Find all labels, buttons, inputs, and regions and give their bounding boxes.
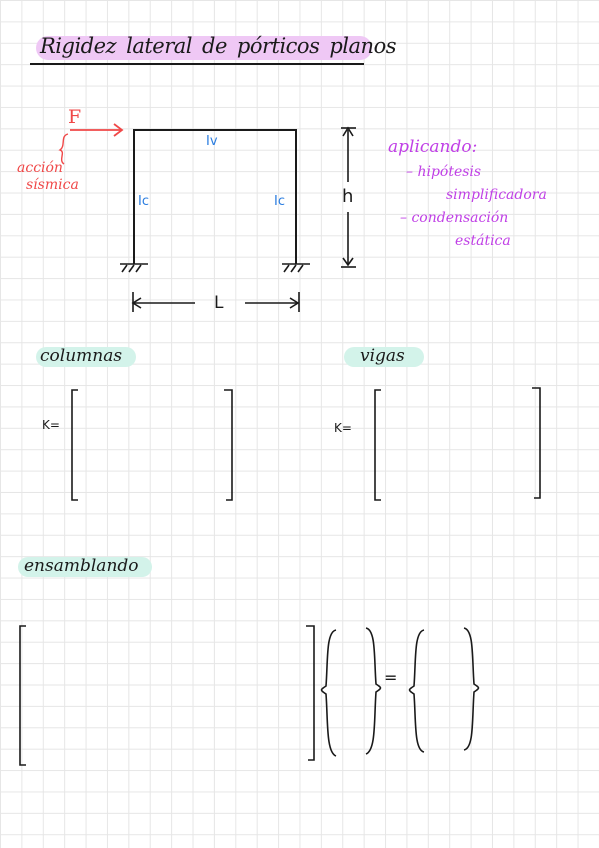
title-word-1: Rigidez (40, 34, 117, 58)
force-label: F (68, 106, 82, 128)
notes-item1-line1: – hipótesis (406, 164, 482, 180)
notes-heading: aplicando: (388, 137, 478, 157)
left-column-inertia-label: Ic (138, 194, 149, 209)
seismic-label-line1: acción (17, 160, 63, 176)
left-support (120, 263, 148, 273)
displacement-vector-brace-right (365, 627, 382, 755)
right-column-inertia-label: Ic (274, 194, 285, 209)
portal-frame (133, 129, 297, 264)
beam-inertia-label: Iv (206, 134, 218, 149)
notes-item2-line2: estática (455, 233, 511, 249)
beams-k-label: K= (334, 421, 352, 435)
height-label: h (342, 186, 354, 207)
title-word-2: lateral (126, 34, 193, 58)
notes-item2-line1: – condensación (400, 210, 509, 226)
title-highlight (36, 36, 372, 60)
displacement-vector-brace-left (320, 629, 337, 757)
equals-sign: = (384, 668, 398, 687)
seismic-brace (58, 133, 69, 165)
title-word-3: de (202, 34, 227, 58)
notes-item1-line2: simplificadora (446, 187, 547, 203)
height-dimension (341, 126, 356, 268)
columns-k-label: K= (42, 418, 60, 432)
length-label: L (214, 293, 224, 313)
beams-matrix-brackets (374, 387, 541, 501)
force-vector-brace-left (408, 629, 425, 753)
beams-highlight (344, 347, 424, 367)
columns-heading: columnas (40, 346, 123, 366)
page-title: Rigidez lateral de pórticos planos (40, 34, 406, 58)
assembly-highlight (18, 557, 152, 577)
force-vector-brace-right (463, 627, 480, 751)
force-arrow (70, 123, 124, 137)
beams-heading: vigas (360, 346, 405, 366)
assembly-matrix-brackets (19, 625, 315, 766)
title-word-4: pórticos (236, 34, 320, 58)
seismic-label-line2: sísmica (26, 177, 79, 193)
right-support (282, 263, 310, 273)
columns-highlight (36, 347, 136, 367)
length-dimension (131, 292, 300, 312)
title-word-5: planos (329, 34, 396, 58)
assembly-heading: ensamblando (24, 556, 139, 576)
columns-matrix-brackets (71, 389, 233, 501)
